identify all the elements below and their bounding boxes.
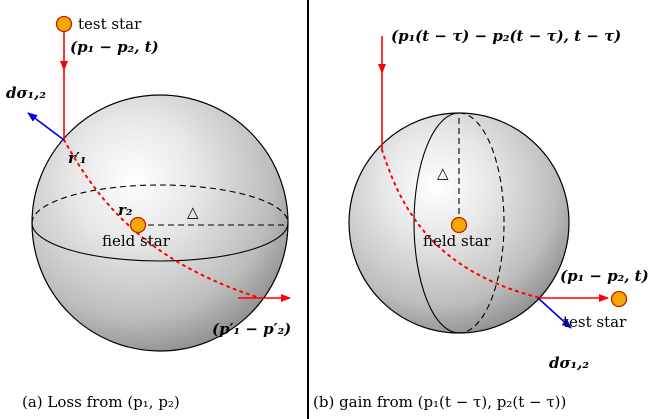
test-star-label-b: test star (563, 313, 627, 331)
incoming-velocity-label-a: (p₁ − p₂, t) (70, 38, 159, 56)
point-r2-label: r₂ (118, 201, 133, 219)
incoming-velocity-label-b: (p₁(t − τ) − p₂(t − τ), t − τ) (391, 27, 621, 45)
test-star-b (610, 290, 628, 308)
cross-section-label-b: dσ₁,₂ (549, 354, 589, 372)
caption-b: (b) gain from (p₁(t − τ), p₂(t − τ)) (313, 393, 566, 411)
test-star-a (55, 15, 73, 33)
sphere-a (31, 94, 289, 352)
panel-b: (p₁(t − τ) − p₂(t − τ), t − τ) △ field s… (313, 27, 649, 411)
point-r1-label: r′₁ (68, 149, 86, 167)
cross-section-arrow-a (27, 112, 65, 141)
equator-back (31, 184, 289, 224)
panel-a: test star (p₁ − p₂, t) dσ₁,₂ r′₁ r₂ △ fi… (6, 15, 291, 411)
triangle-label-a: △ (187, 203, 199, 221)
caption-a: (a) Loss from (p₁, p₂) (22, 393, 180, 411)
meridian-back (458, 112, 505, 334)
cross-section-label-a: dσ₁,₂ (6, 84, 46, 102)
equator-front (31, 222, 289, 262)
field-star-label-a: field star (102, 232, 171, 250)
outgoing-velocity-label-b: (p₁ − p₂, t) (560, 267, 649, 285)
trajectory-dotted-b (381, 149, 541, 299)
field-star-a (129, 216, 147, 234)
test-star-label-a: test star (78, 15, 142, 33)
triangle-label-b: △ (437, 164, 449, 182)
field-star-label-b: field star (423, 232, 492, 250)
meridian-front (413, 112, 460, 334)
field-star-b (450, 216, 468, 234)
cross-section-arrow-b (537, 297, 572, 329)
trajectory-dotted (63, 139, 261, 299)
outgoing-velocity-label-a: (p′₁ − p′₂) (212, 320, 291, 338)
